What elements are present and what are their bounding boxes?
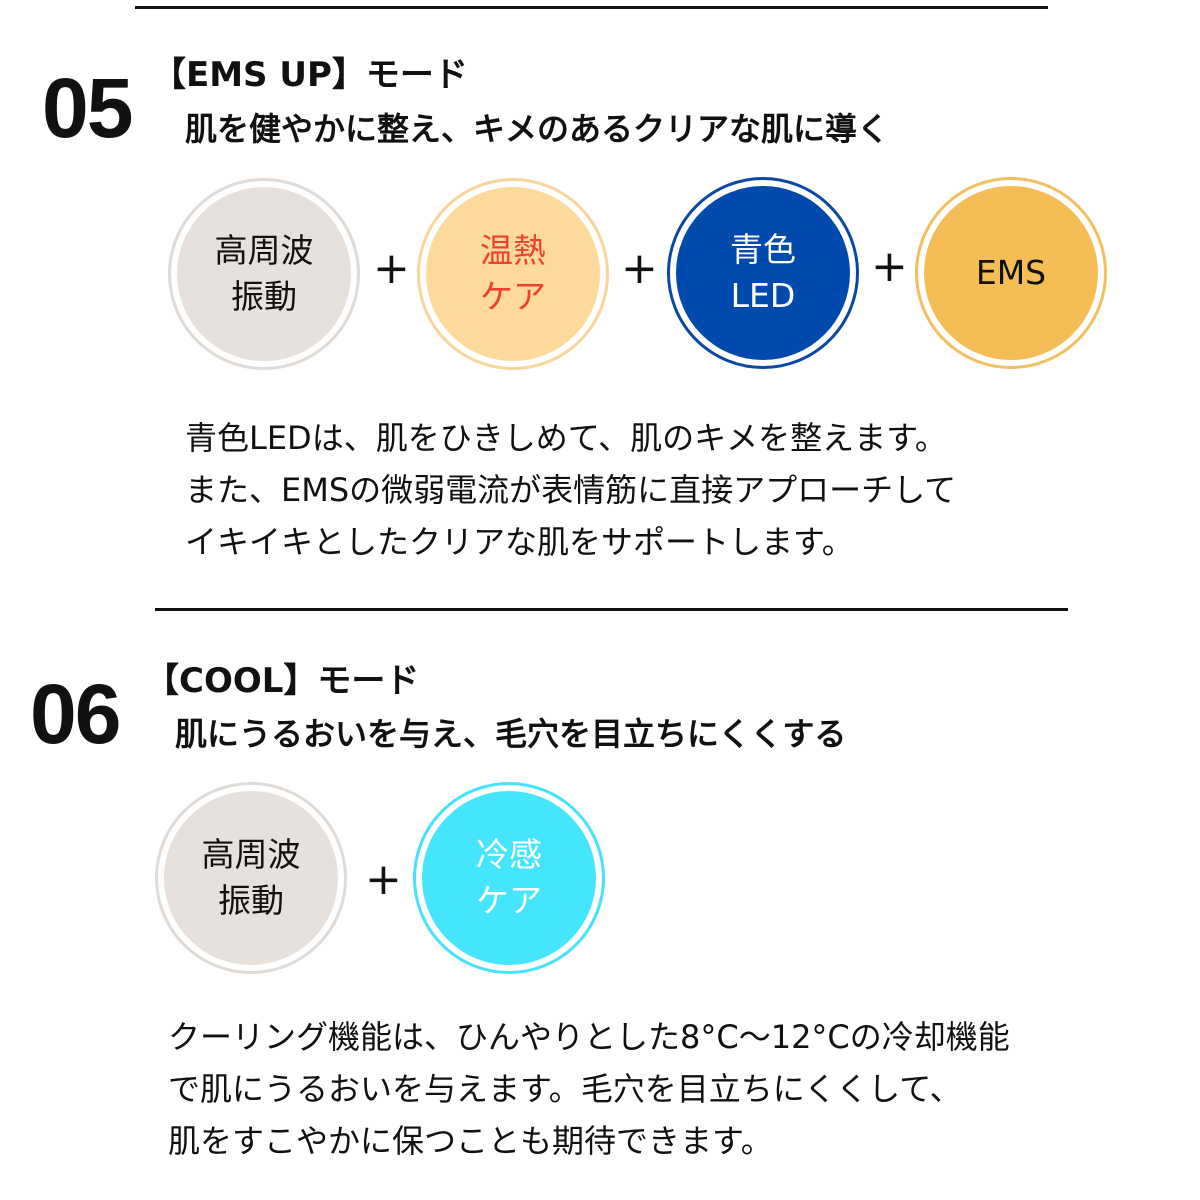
section-title: 【EMS UP】モード: [152, 55, 468, 95]
circle-label: 振動: [231, 277, 297, 316]
circle-label: 高周波: [201, 834, 301, 874]
feature-circle-blue-led: 青色 LED: [667, 177, 859, 369]
divider-top: [135, 6, 1048, 9]
description-line: で肌にうるおいを与えます。毛穴を目立ちにくくして、: [168, 1070, 962, 1108]
circle-label: 青色: [730, 229, 796, 269]
section-subtitle: 肌にうるおいを与え、毛穴を目立ちにくくする: [175, 715, 847, 753]
plus-sign: +: [871, 241, 908, 292]
plus-sign: +: [365, 854, 402, 905]
circle-label: 温熱: [480, 230, 546, 270]
feature-circle-ems: EMS: [915, 177, 1107, 369]
circle-label: ケア: [480, 277, 546, 316]
section-number: 05: [42, 61, 133, 155]
description-line: イキイキとしたクリアな肌をサポートします。: [185, 523, 854, 561]
description-line: 肌をすこやかに保つことも期待できます。: [168, 1122, 773, 1160]
circle-label: EMS: [975, 252, 1047, 292]
divider-middle: [155, 608, 1068, 611]
feature-circle-rf-vibration: 高周波振動: [155, 782, 347, 974]
feature-circle-rf-vibration: 高周波振動: [168, 178, 360, 370]
section-description: クーリング機能は、ひんやりとした8°C〜12°Cの冷却機能 で肌にうるおいを与え…: [168, 1011, 1010, 1167]
description-line: クーリング機能は、ひんやりとした8°C〜12°Cの冷却機能: [168, 1018, 1010, 1056]
section-description: 青色LEDは、肌をひきしめて、肌のキメを整えます。 また、EMSの微弱電流が表情…: [185, 412, 956, 568]
circle-label: 高周波: [214, 230, 314, 270]
circle-label: 冷感: [476, 834, 542, 874]
section-subtitle: 肌を健やかに整え、キメのあるクリアな肌に導く: [185, 110, 890, 148]
circle-label: ケア: [476, 881, 542, 920]
description-line: また、EMSの微弱電流が表情筋に直接アプローチして: [185, 471, 957, 509]
circle-label: 振動: [218, 881, 284, 920]
circle-label: LED: [730, 276, 796, 315]
section-title: 【COOL】モード: [145, 661, 420, 701]
feature-circle-warm-care: 温熱ケア: [417, 178, 609, 370]
plus-sign: +: [621, 243, 658, 294]
plus-sign: +: [373, 243, 410, 294]
feature-circle-cool-care: 冷感ケア: [413, 782, 605, 974]
section-number: 06: [30, 667, 121, 761]
description-line: 青色LEDは、肌をひきしめて、肌のキメを整えます。: [185, 419, 947, 457]
